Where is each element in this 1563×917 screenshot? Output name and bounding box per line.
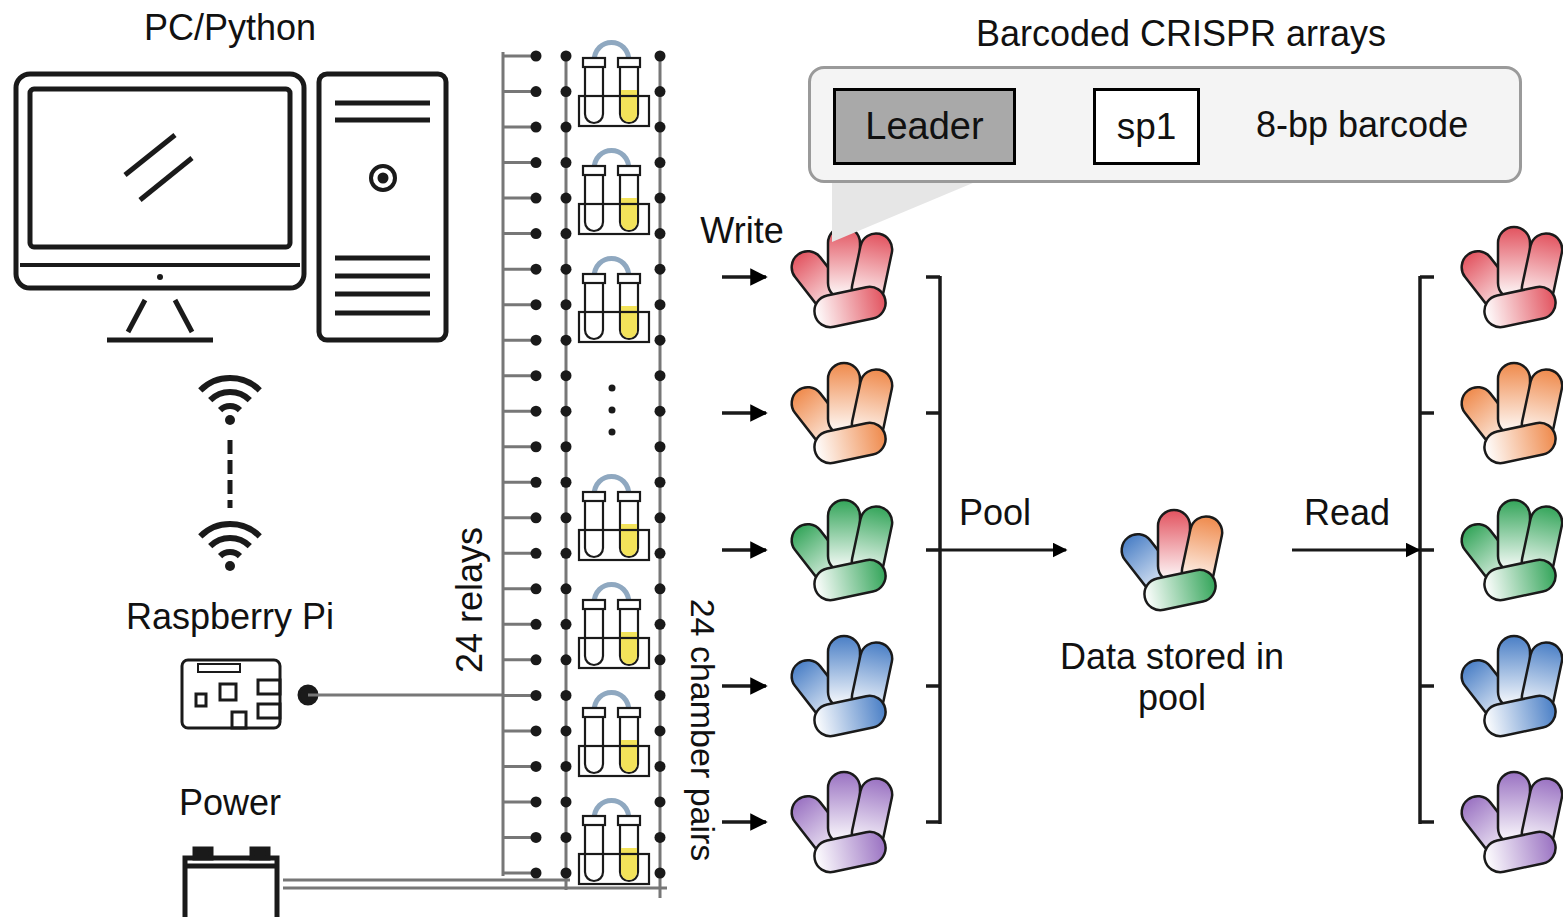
wireless-link xyxy=(228,440,233,508)
write-arrow xyxy=(722,684,766,688)
text-label: 24 relays xyxy=(449,527,490,673)
write-arrow xyxy=(722,411,766,415)
text-label: Pool xyxy=(959,492,1031,533)
chamber-pair xyxy=(579,151,649,235)
bacterial-colony xyxy=(1455,772,1563,875)
bacterial-colony xyxy=(785,772,895,875)
bacterial-colony xyxy=(785,363,895,466)
bacterial-colony xyxy=(785,500,895,603)
bacterial-colony xyxy=(1455,636,1563,739)
write-arrow xyxy=(722,820,766,824)
power-wire xyxy=(283,879,570,882)
write-arrow xyxy=(722,275,766,279)
box-text: Leader xyxy=(865,105,983,148)
bacterial-colony xyxy=(1455,227,1563,330)
bacterial-colony xyxy=(785,227,895,330)
computer-icon xyxy=(16,74,446,340)
bacterial-colony xyxy=(1455,363,1563,466)
chamber-pair xyxy=(579,693,649,777)
text-label: PC/Python xyxy=(144,7,316,48)
read-bracket xyxy=(1420,276,1434,824)
chamber-pair xyxy=(579,43,649,127)
callout-pointer xyxy=(832,180,980,242)
text-label: Raspberry Pi xyxy=(126,596,334,637)
text-label: 24 chamber pairs xyxy=(682,599,721,862)
chamber-pair xyxy=(579,585,649,669)
callout-text: Barcoded CRISPR arrays xyxy=(976,13,1386,55)
bacterial-colony xyxy=(1115,510,1225,613)
bacterial-colony xyxy=(785,636,895,739)
sequence-box: sp1 xyxy=(1093,88,1200,165)
raspberry-pi-icon xyxy=(182,660,317,728)
sequence-box: Leader xyxy=(833,88,1016,165)
box-text: sp1 xyxy=(1117,106,1177,148)
callout-box: Leadersp1Barcoded CRISPR arrays8-bp barc… xyxy=(808,66,1522,183)
ellipsis-dot xyxy=(609,385,616,392)
ellipsis-dot xyxy=(609,429,616,436)
pool-arrow xyxy=(940,549,1066,552)
ellipsis-dot xyxy=(609,407,616,414)
power-wire xyxy=(283,887,667,890)
chamber-pair xyxy=(579,801,649,885)
text-label: Power xyxy=(179,782,281,823)
control-wire xyxy=(308,694,503,697)
bacterial-colony xyxy=(1455,500,1563,603)
relay-bank xyxy=(503,51,666,899)
pool-bracket xyxy=(926,276,940,824)
chamber-pair xyxy=(579,477,649,561)
write-arrow xyxy=(722,548,766,552)
text-label: Write xyxy=(700,210,783,251)
read-arrow xyxy=(1292,549,1419,552)
wifi-symbol xyxy=(200,378,259,425)
chamber-pair xyxy=(579,259,649,343)
wifi-symbol xyxy=(200,524,259,571)
callout-text: 8-bp barcode xyxy=(1256,104,1468,146)
text-label: Data stored in pool xyxy=(1052,636,1292,719)
text-label: Read xyxy=(1304,492,1390,533)
battery-icon xyxy=(185,849,277,917)
